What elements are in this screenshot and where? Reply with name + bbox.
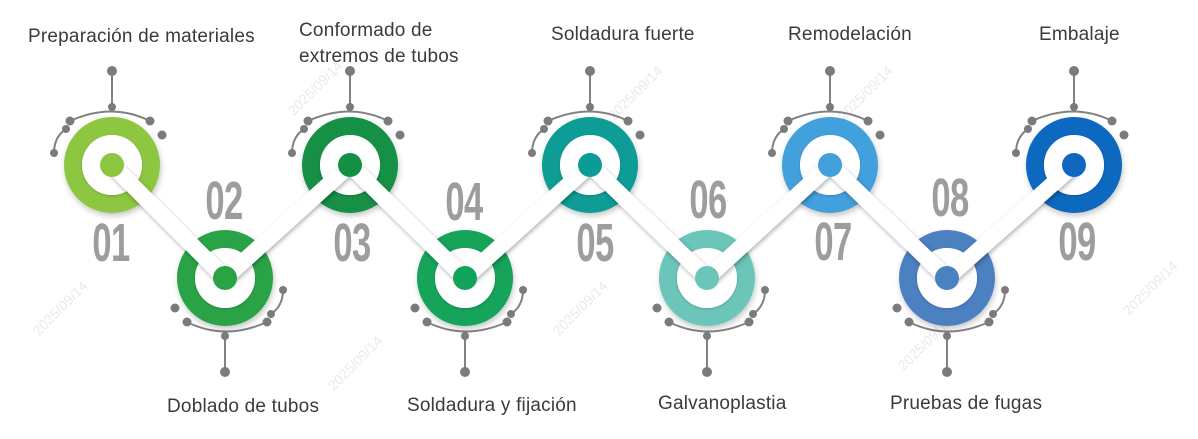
- step-01-ring: [64, 117, 160, 213]
- step-05-label: Soldadura fuerte: [551, 24, 695, 45]
- step-03-label: Conformado de extremos de tubos: [299, 20, 459, 67]
- step-07-label: Remodelación: [788, 24, 912, 45]
- step-02-label: Doblado de tubos: [167, 396, 320, 417]
- step-07-dot: [818, 153, 842, 177]
- step-03-dot: [338, 153, 362, 177]
- step-03-number: 03: [333, 213, 371, 273]
- step-01-dot: [100, 153, 124, 177]
- connector-07-08: [824, 159, 953, 284]
- step-09-dot: [1062, 153, 1086, 177]
- step-07-ring: [782, 117, 878, 213]
- connector-04-05: [459, 159, 596, 284]
- step-04-label: Soldadura y fijación: [407, 395, 577, 416]
- step-02-ring: [177, 230, 273, 326]
- step-08-ring: [899, 230, 995, 326]
- step-08-label: Pruebas de fugas: [890, 393, 1043, 414]
- step-08-dot: [935, 266, 959, 290]
- step-09-ring: [1026, 117, 1122, 213]
- step-05-dot: [578, 153, 602, 177]
- connector-01-02: [106, 159, 231, 284]
- step-01-number: 01: [92, 213, 130, 273]
- step-04-number: 04: [445, 172, 483, 232]
- step-09-label: Embalaje: [1039, 24, 1120, 45]
- node-rings: [64, 117, 1122, 326]
- step-08-number: 08: [931, 168, 969, 228]
- node-center-dots: [100, 153, 1086, 290]
- connector-06-07: [701, 159, 836, 284]
- step-05-number: 05: [576, 213, 614, 273]
- step-04-dot: [453, 266, 477, 290]
- step-02-number: 02: [205, 171, 243, 231]
- step-05-ring: [542, 117, 638, 213]
- connector-05-06: [584, 159, 713, 284]
- step-03-ring: [302, 117, 398, 213]
- step-04-ring: [417, 230, 513, 326]
- step-07-number: 07: [814, 212, 852, 272]
- step-06-label: Galvanoplastia: [658, 393, 787, 414]
- connector-08-09: [941, 159, 1080, 284]
- connectors: [106, 159, 1080, 284]
- step-06-ring: [659, 230, 755, 326]
- connector-03-04: [344, 159, 471, 284]
- step-01-label: Preparación de materiales: [28, 26, 255, 47]
- step-09-number: 09: [1058, 212, 1096, 272]
- step-06-number: 06: [689, 170, 727, 230]
- connector-02-03: [219, 159, 356, 284]
- step-06-dot: [695, 266, 719, 290]
- step-02-dot: [213, 266, 237, 290]
